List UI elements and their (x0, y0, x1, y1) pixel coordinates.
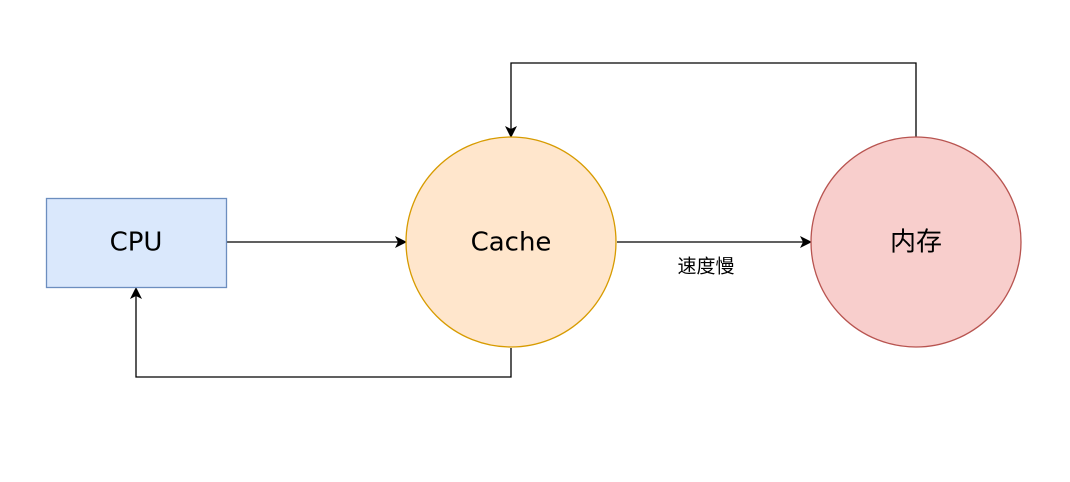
edge-label-slow-speed: 速度慢 (677, 256, 734, 278)
cpu-label: CPU (110, 228, 163, 258)
cache-circle (405, 136, 617, 348)
cache-node[interactable]: Cache (405, 136, 617, 348)
cpu-node[interactable]: CPU (45, 197, 228, 289)
memory-node[interactable]: 内存 (810, 136, 1022, 348)
memory-label: 内存 (890, 228, 942, 258)
edge-cache-to-cpu (130, 287, 512, 378)
cache-label: Cache (471, 228, 552, 258)
memory-circle (810, 136, 1022, 348)
edge-memory-to-cache (505, 62, 917, 138)
cpu-box (45, 197, 228, 289)
